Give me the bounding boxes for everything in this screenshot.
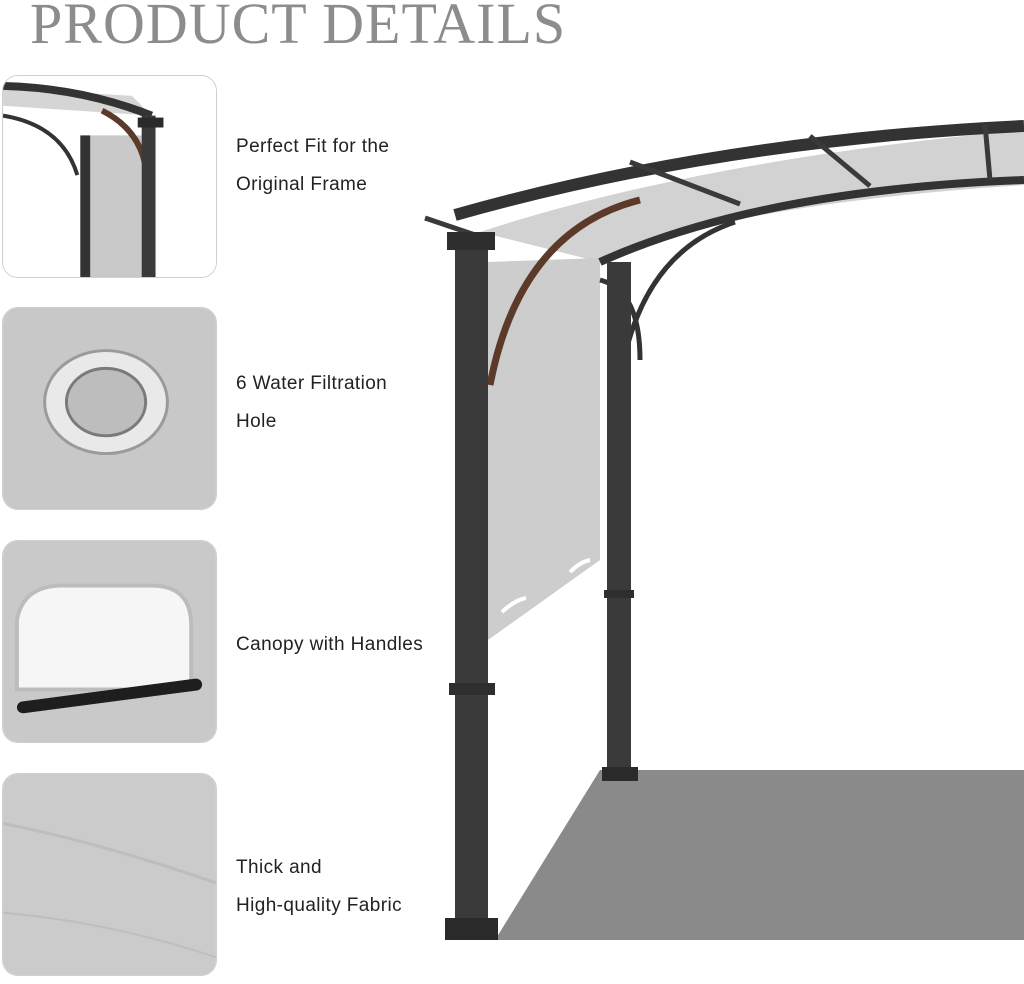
grommet-icon [2,307,217,510]
frame-corner-icon [2,75,217,278]
feature-caption-3: Canopy with Handles [236,626,423,664]
feature-2-line-2: Hole [236,411,277,432]
feature-1-line-2: Original Frame [236,174,368,195]
page-title: PRODUCT DETAILS [30,0,567,56]
top-beam-front [453,120,1024,221]
front-post [455,240,488,925]
top-beam-rear [598,176,1024,266]
feature-1-line-1: Perfect Fit for the [236,136,390,157]
feature-caption-2: 6 Water Filtration Hole [236,365,387,441]
ground-shadow [495,770,1024,940]
feature-caption-4: Thick and High-quality Fabric [236,849,402,925]
feature-4-line-2: High-quality Fabric [236,895,402,916]
feature-4-line-1: Thick and [236,857,322,878]
fabric-icon [2,773,217,976]
canopy-roof [480,130,1024,262]
bronze-arch [486,196,641,386]
canopy-side [488,258,600,640]
handle-icon [2,540,217,743]
feature-caption-1: Perfect Fit for the Original Frame [236,128,389,204]
rear-post [607,262,631,774]
feature-2-line-1: 6 Water Filtration [236,373,388,394]
feature-3-line-1: Canopy with Handles [236,634,424,655]
